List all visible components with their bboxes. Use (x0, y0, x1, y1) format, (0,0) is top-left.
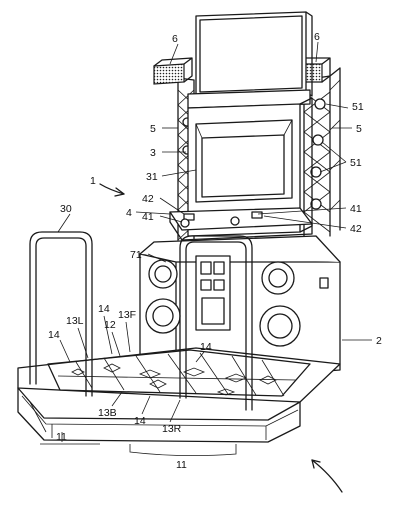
speaker-base (139, 235, 341, 383)
label-4: 4 (126, 207, 132, 219)
label-3: 3 (150, 147, 156, 159)
label-30: 30 (60, 203, 72, 215)
label-11-bottom: 11 (176, 459, 187, 471)
label-41-right: 41 (350, 203, 362, 215)
label-41-left: 41 (142, 211, 154, 223)
label-11-left: 11 (56, 431, 67, 443)
left-button-41 (180, 218, 190, 228)
right-truss-tower (303, 67, 341, 239)
label-51-upper: 51 (352, 101, 364, 113)
label-14-a: 14 (98, 303, 110, 315)
left-button-42 (183, 213, 195, 221)
label-42-left: 42 (142, 193, 154, 205)
platform-leaders (40, 315, 237, 456)
reference-arrows (99, 183, 343, 493)
label-14-b: 14 (48, 329, 60, 341)
speaker-lower-right (259, 305, 301, 347)
label-13B: 13B (98, 407, 117, 419)
label-13F: 13F (118, 309, 136, 321)
label-13R: 13R (162, 423, 182, 435)
dance-platform (17, 347, 341, 443)
label-6-right: 6 (314, 31, 320, 43)
right-button-41 (230, 216, 240, 226)
upper-display (187, 11, 313, 109)
safety-bars (29, 231, 253, 411)
label-12: 12 (104, 319, 116, 331)
lamp-box-left (153, 57, 193, 85)
reference-numerals: 6 6 51 5 51 5 3 31 1 42 4 41 41 42 30 71… (48, 31, 382, 471)
speaker-upper-left (148, 259, 178, 289)
label-31: 31 (146, 171, 158, 183)
label-5-left: 5 (150, 123, 156, 135)
speaker-lower-left (145, 298, 181, 334)
label-71: 71 (130, 249, 142, 261)
label-14-d: 14 (134, 415, 146, 427)
label-5-right: 5 (356, 123, 362, 135)
main-cabinet (187, 97, 313, 237)
leader-lines (57, 41, 372, 341)
label-13L: 13L (66, 315, 84, 327)
label-2: 2 (376, 335, 382, 347)
speaker-upper-right (261, 261, 295, 295)
label-14-c: 14 (200, 341, 212, 353)
label-1: 1 (90, 175, 96, 187)
right-button-42 (251, 211, 263, 219)
label-42-right: 42 (350, 223, 362, 235)
label-51-lower: 51 (350, 157, 362, 169)
label-6-left: 6 (172, 33, 178, 45)
